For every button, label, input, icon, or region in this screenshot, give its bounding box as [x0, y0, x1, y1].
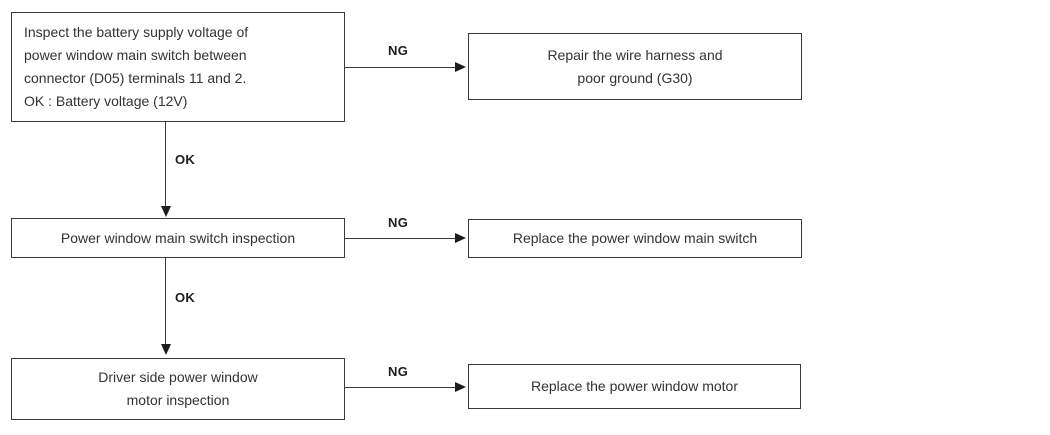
edge-label-ok-2: OK: [175, 290, 196, 305]
edge-arrow-step1-result1: [455, 62, 466, 72]
flow-node-result1-label: Repair the wire harness and poor ground …: [547, 46, 723, 86]
edge-line-step2-step3: [165, 258, 166, 346]
edge-label-ok-1: OK: [175, 152, 196, 167]
flow-node-result3-label: Replace the power window motor: [531, 378, 738, 394]
flow-node-step3-label: Driver side power window motor inspectio…: [98, 369, 258, 408]
edge-arrow-step2-result2: [455, 233, 466, 243]
flow-node-step1-label: Inspect the battery supply voltage of po…: [24, 24, 249, 109]
edge-label-ng-1: NG: [388, 43, 409, 58]
flow-node-result3[interactable]: Replace the power window motor: [468, 364, 801, 409]
edge-line-step3-result3: [345, 387, 457, 388]
edge-line-step2-result2: [345, 238, 457, 239]
edge-label-ng-2: NG: [388, 215, 409, 230]
flow-node-result1[interactable]: Repair the wire harness and poor ground …: [468, 33, 802, 100]
edge-line-step1-result1: [345, 67, 457, 68]
flow-node-step1[interactable]: Inspect the battery supply voltage of po…: [11, 12, 345, 122]
flow-node-result2-label: Replace the power window main switch: [512, 230, 758, 246]
flow-node-step3[interactable]: Driver side power window motor inspectio…: [11, 358, 345, 420]
edge-label-ng-3: NG: [388, 364, 409, 379]
edge-arrow-step3-result3: [455, 382, 466, 392]
flow-node-result2[interactable]: Replace the power window main switch: [468, 219, 802, 258]
edge-arrow-step2-step3: [161, 344, 171, 355]
edge-line-step1-step2: [165, 122, 166, 208]
flow-node-step2-label: Power window main switch inspection: [60, 229, 296, 246]
edge-arrow-step1-step2: [161, 206, 171, 217]
flow-node-step2[interactable]: Power window main switch inspection: [11, 218, 345, 258]
